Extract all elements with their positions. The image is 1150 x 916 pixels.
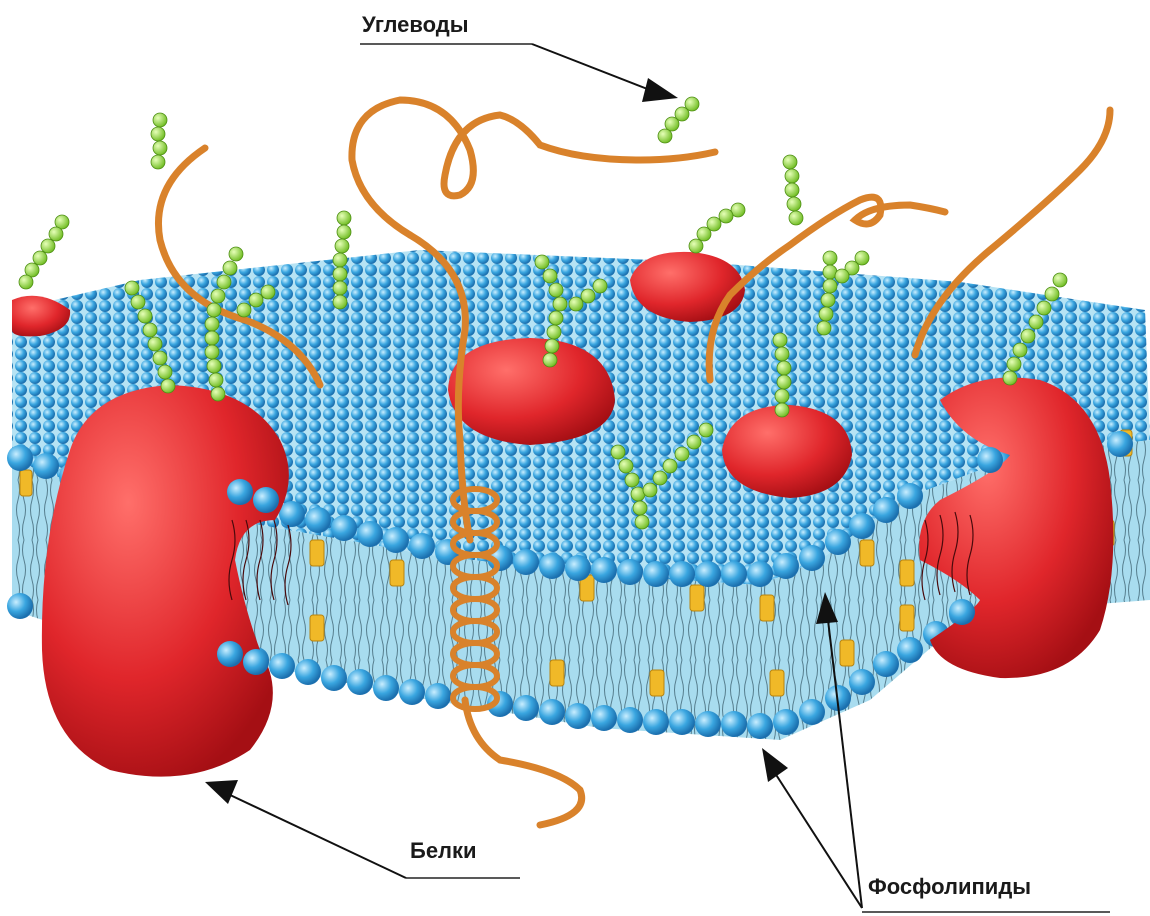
arrowhead (642, 78, 678, 102)
leader-proteins (228, 794, 406, 878)
peripheral-protein (448, 338, 615, 445)
arrowhead (762, 748, 788, 782)
label-carbohydrates: Углеводы (362, 12, 469, 37)
leader-carbohydrates (532, 44, 650, 90)
arrowhead (205, 780, 238, 804)
label-phospholipids: Фосфолипиды (868, 874, 1031, 899)
label-proteins: Белки (410, 838, 477, 863)
